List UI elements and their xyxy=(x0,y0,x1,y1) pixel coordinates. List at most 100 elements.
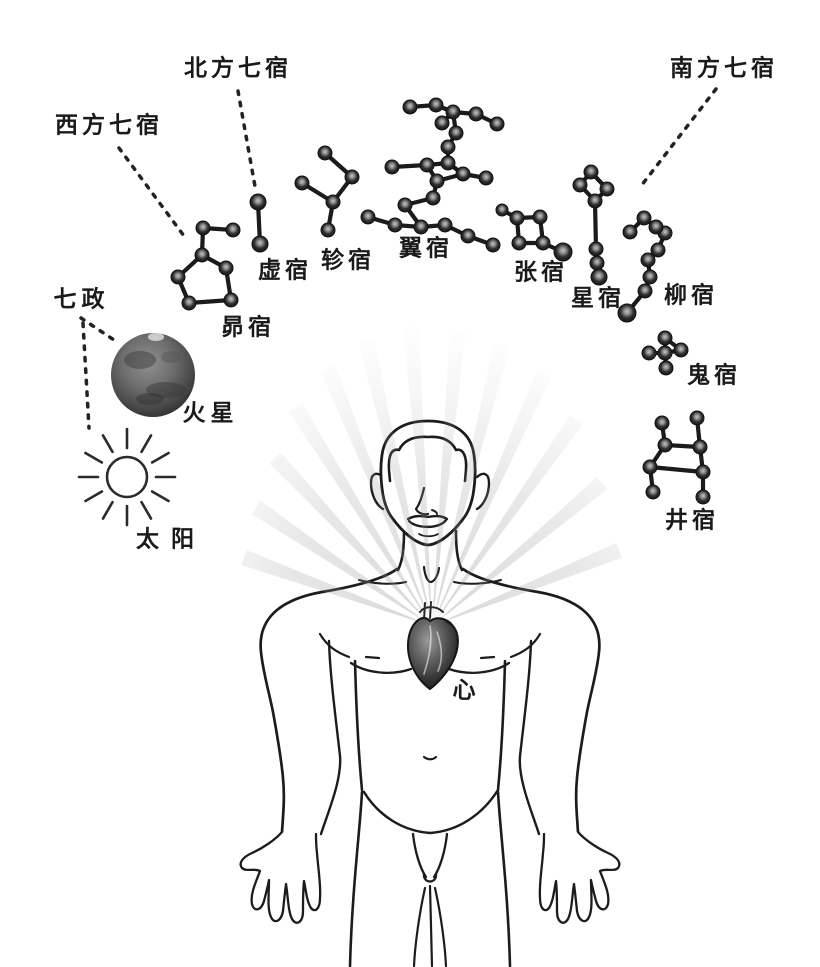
star xyxy=(468,106,484,122)
star xyxy=(509,210,525,226)
star xyxy=(419,157,435,173)
left-thigh-outer xyxy=(348,790,364,967)
coronary-artery xyxy=(423,625,443,675)
star xyxy=(588,241,604,257)
light-ray xyxy=(432,477,608,626)
north-mansions-pointer xyxy=(236,89,258,194)
constellation-edge xyxy=(647,464,706,475)
nostril xyxy=(431,509,438,515)
heart-body xyxy=(407,617,459,691)
star xyxy=(689,410,705,426)
star xyxy=(249,193,267,211)
qizheng-mars-pointer xyxy=(79,316,119,344)
star xyxy=(413,219,429,235)
qizheng-sun-pointer xyxy=(81,321,91,430)
star xyxy=(429,173,445,189)
star xyxy=(622,224,638,240)
star xyxy=(648,219,664,235)
left-hand xyxy=(239,830,322,924)
groin-left-line xyxy=(411,832,428,879)
sun-ray xyxy=(140,434,153,454)
light-ray xyxy=(432,329,466,626)
constellation-jing xyxy=(642,410,711,505)
light-ray xyxy=(320,365,432,626)
light-ray xyxy=(432,342,510,626)
star xyxy=(657,437,673,453)
constellation-zhang xyxy=(495,203,573,262)
star xyxy=(636,210,652,226)
constellation-edge xyxy=(592,198,599,252)
star xyxy=(360,209,376,225)
pelvis-curve xyxy=(362,788,500,835)
star xyxy=(434,115,450,131)
star xyxy=(617,303,637,323)
star xyxy=(384,159,400,175)
left-pectoral-line xyxy=(349,661,413,674)
light-ray xyxy=(432,370,552,626)
star xyxy=(511,235,527,251)
left-arm-outer xyxy=(259,567,399,834)
mars-surface-markings xyxy=(124,333,186,405)
smile-line xyxy=(407,518,448,529)
star xyxy=(657,345,673,361)
star xyxy=(294,175,310,191)
left-arm-inner xyxy=(319,639,342,836)
dotted-pointers xyxy=(79,87,718,430)
sun-ray xyxy=(101,434,114,454)
star xyxy=(535,235,551,251)
star xyxy=(532,209,548,225)
star xyxy=(495,203,509,217)
light-ray xyxy=(269,452,432,626)
constellation-xing xyxy=(572,164,615,286)
constellation-yi xyxy=(360,97,505,253)
constellation-liu xyxy=(617,210,673,323)
star xyxy=(344,169,360,185)
star xyxy=(587,193,603,209)
star xyxy=(445,104,461,120)
star xyxy=(692,439,708,455)
sun-ray xyxy=(84,451,104,464)
star xyxy=(599,181,615,197)
sun-ray xyxy=(140,500,153,520)
constellations xyxy=(170,97,711,505)
left-nipple xyxy=(364,655,381,660)
west-mansions-pointer xyxy=(117,146,186,238)
south-mansions-pointer xyxy=(639,87,718,188)
star xyxy=(181,295,197,311)
star xyxy=(170,269,186,285)
constellation-gui xyxy=(641,330,689,376)
constellation-xu xyxy=(249,193,269,253)
left-thigh-inner xyxy=(412,886,427,967)
star xyxy=(650,242,666,258)
anatomical-heart xyxy=(407,601,459,691)
sun-ray xyxy=(150,451,170,464)
star xyxy=(195,220,211,236)
star xyxy=(455,166,471,182)
star xyxy=(440,139,456,155)
star xyxy=(437,217,453,233)
light-ray xyxy=(432,542,623,626)
constellation-mao xyxy=(170,220,241,311)
human-figure xyxy=(239,419,621,967)
star xyxy=(223,292,239,308)
star xyxy=(553,242,573,262)
star xyxy=(485,237,501,253)
star xyxy=(654,415,670,431)
star xyxy=(425,190,441,206)
light-ray xyxy=(358,339,432,626)
star xyxy=(640,252,656,268)
star xyxy=(251,235,269,253)
sun-ray xyxy=(84,490,104,503)
light-ray xyxy=(241,550,432,626)
star xyxy=(695,464,711,480)
star xyxy=(387,217,403,233)
star xyxy=(440,155,456,171)
star xyxy=(225,222,241,238)
heart-atrium-lobe xyxy=(445,621,458,641)
groin-right-line xyxy=(432,832,449,879)
star xyxy=(641,345,657,361)
star xyxy=(645,484,661,500)
navel xyxy=(422,755,438,761)
